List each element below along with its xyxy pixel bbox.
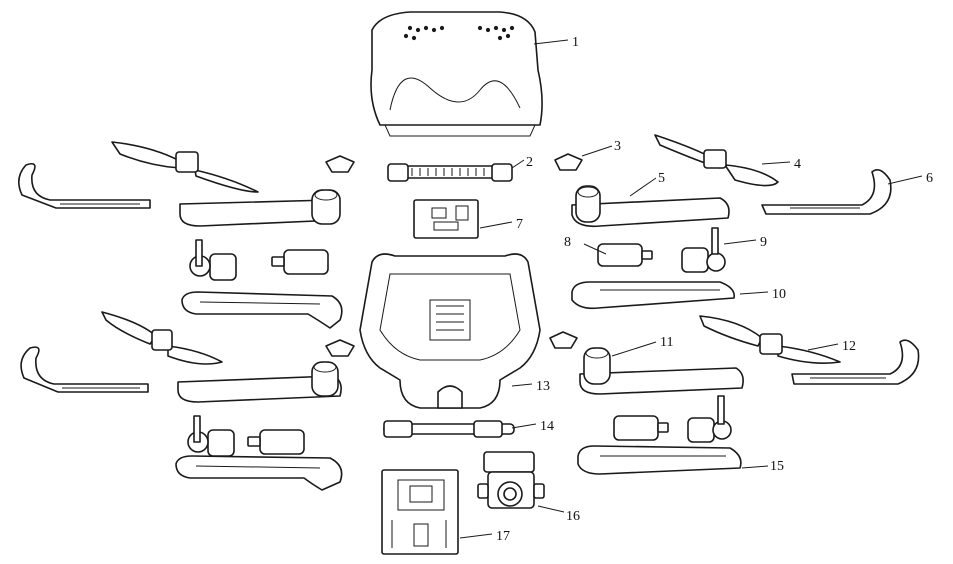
part-9-gear-assembly-front-left: [189, 239, 237, 281]
callout-11: 11: [660, 335, 673, 350]
part-6-prop-guard: [761, 169, 892, 215]
part-11-motor-housing-left: [177, 361, 342, 403]
callout-12: 12: [842, 339, 856, 354]
part-9-gear-assembly-rear-right: [687, 395, 732, 443]
part-6-prop-guard-rear-right: [791, 339, 920, 385]
callout-10: 10: [772, 287, 786, 302]
part-11-motor-housing: [579, 347, 744, 395]
callout-labels: 1 2 3 4 5 6 7 8 9 10 11 12 13 14 15 16 1…: [496, 35, 933, 544]
part-7-control-board: [413, 199, 479, 239]
part-10-arm-bottom-cover: [571, 281, 736, 310]
part-6-prop-guard-front-left: [18, 162, 151, 209]
callout-6: 6: [926, 171, 933, 186]
part-4-propeller-rear-left: [101, 311, 223, 365]
part-8-motor: [597, 243, 653, 267]
part-4-propeller-front-left: [111, 141, 259, 193]
callout-2: 2: [526, 155, 533, 170]
part-2-light-bar: [387, 163, 513, 182]
part-15-rear-arm-cover-left: [175, 455, 343, 491]
part-13-main-frame: [359, 253, 541, 409]
callout-17: 17: [496, 529, 510, 544]
part-5-arm-top-cover: [571, 185, 730, 228]
callout-14: 14: [540, 419, 554, 434]
callout-1: 1: [572, 35, 579, 50]
part-17-battery: [381, 469, 459, 555]
part-6-prop-guard-rear-left: [20, 346, 149, 393]
callout-3: 3: [614, 139, 621, 154]
part-12-propeller: [699, 315, 841, 364]
part-8-motor-rear-right: [613, 415, 669, 441]
callout-5: 5: [658, 171, 665, 186]
part-3-mount-clips: [325, 153, 583, 357]
callout-7: 7: [516, 217, 523, 232]
part-14-connector-strip: [383, 420, 515, 438]
callout-16: 16: [566, 509, 580, 524]
part-9-gear-assembly: [681, 227, 726, 273]
part-8-motor-rear-left: [247, 429, 305, 455]
part-10-arm-bottom-cover-left: [181, 291, 343, 329]
callout-4: 4: [794, 157, 801, 172]
callout-13: 13: [536, 379, 550, 394]
part-15-rear-arm-cover: [577, 445, 742, 475]
part-16-camera-module: [477, 451, 545, 509]
leader-lines: [459, 39, 923, 539]
part-5-arm-top-cover-left: [179, 189, 341, 227]
callout-15: 15: [770, 459, 784, 474]
callout-9: 9: [760, 235, 767, 250]
callout-8: 8: [564, 235, 571, 250]
part-9-gear-assembly-rear-left: [187, 415, 235, 457]
part-8-motor-front-left: [271, 249, 329, 275]
part-1-top-canopy: [370, 11, 543, 137]
part-4-propeller: [654, 134, 779, 187]
